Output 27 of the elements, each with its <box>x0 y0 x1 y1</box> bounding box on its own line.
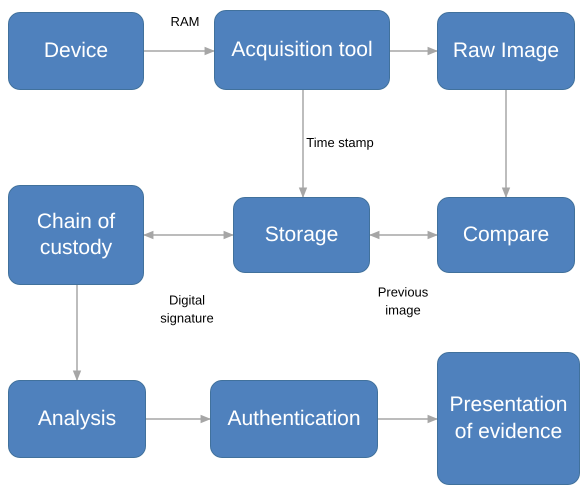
box-label: Raw Image <box>452 38 560 64</box>
process-box <box>214 10 390 90</box>
process-box <box>8 380 146 458</box>
arrow <box>390 46 438 56</box>
process-box <box>8 185 144 285</box>
box-label: Presentation of evidence <box>448 392 568 444</box>
arrow <box>368 230 438 240</box>
arrow <box>502 90 510 198</box>
box-label: Acquisition tool <box>231 36 373 63</box>
process-box <box>210 380 378 458</box>
arrow <box>378 414 438 424</box>
box-label: Device <box>44 38 108 64</box>
box-label: Storage <box>264 222 338 248</box>
box-label: Authentication <box>227 406 361 432</box>
process-box <box>437 352 580 485</box>
box-label: Chain of custody <box>36 208 116 261</box>
arrow <box>72 285 82 382</box>
arrow <box>142 230 234 240</box>
process-box <box>437 12 575 90</box>
box-label: Analysis <box>38 406 116 432</box>
process-box <box>233 197 370 273</box>
box-label: Compare <box>462 222 550 248</box>
process-box <box>8 12 144 90</box>
process-box <box>437 197 575 273</box>
arrow <box>298 90 308 198</box>
arrow <box>146 414 212 424</box>
arrow <box>144 46 216 56</box>
